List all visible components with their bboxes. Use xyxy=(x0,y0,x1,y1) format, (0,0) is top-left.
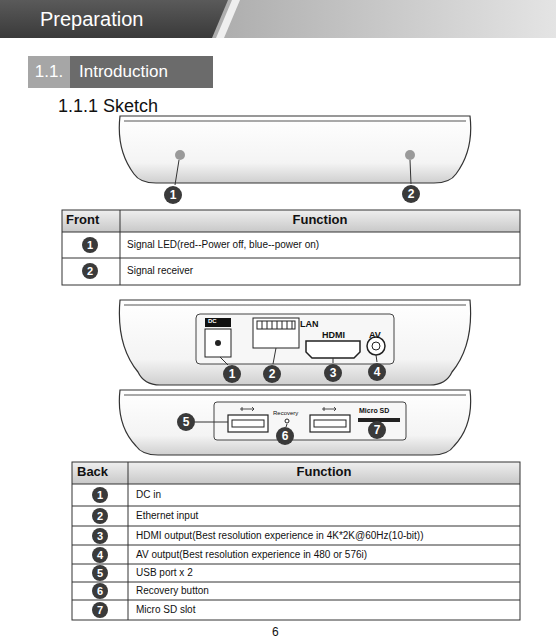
node-text: 1 xyxy=(97,489,103,501)
node-text: 7 xyxy=(97,604,103,616)
table-number: 7 xyxy=(92,602,108,618)
node-text: Introduction xyxy=(79,62,168,82)
page-number: 6 xyxy=(272,626,279,640)
node-text: 1.1. xyxy=(35,62,63,82)
callout-number: 2 xyxy=(263,365,281,383)
table-cell: AV output(Best resolution experience in … xyxy=(136,549,367,561)
table-number: 2 xyxy=(92,508,108,524)
table-header: Function xyxy=(120,213,520,228)
table-number: 6 xyxy=(92,583,108,599)
device-back xyxy=(119,300,470,385)
callout-number: 1 xyxy=(164,186,182,204)
front-table xyxy=(62,210,520,285)
node-text: Preparation xyxy=(40,8,143,31)
device-side xyxy=(119,390,470,455)
callout-number: 6 xyxy=(276,427,294,445)
table-number: 5 xyxy=(92,565,108,581)
port-label: AV xyxy=(369,330,381,340)
node-text: 1 xyxy=(229,367,236,381)
table-header: Front xyxy=(66,213,99,228)
table-cell: HDMI output(Best resolution experience i… xyxy=(136,530,424,542)
port-label: DC xyxy=(208,318,217,325)
callout-number: 2 xyxy=(402,185,420,203)
node-text: 5 xyxy=(97,567,103,579)
node-text: 2 xyxy=(87,265,93,277)
node-text: 6 xyxy=(282,429,289,443)
table-header: Back xyxy=(77,465,108,480)
table-header: Function xyxy=(128,465,520,480)
node-text: 1 xyxy=(87,239,93,251)
node-text: 4 xyxy=(97,549,103,561)
table-number: 3 xyxy=(92,528,108,544)
node-text: 2 xyxy=(408,187,415,201)
node-text: 4 xyxy=(374,365,381,379)
callout-number: 3 xyxy=(324,364,342,382)
section-number: 1.1. xyxy=(28,56,70,88)
table-number: 1 xyxy=(82,237,98,253)
node-text: 3 xyxy=(97,530,103,542)
button-label: Recovery xyxy=(273,410,298,417)
node-text: 2 xyxy=(97,510,103,522)
table-cell: Signal LED(red--Power off, blue--power o… xyxy=(127,239,319,251)
section-band: Introduction xyxy=(70,56,213,88)
port-label: LAN xyxy=(300,319,319,329)
callout-number: 5 xyxy=(177,413,195,431)
device-front xyxy=(119,116,470,185)
table-number: 2 xyxy=(82,263,98,279)
node-text: 7 xyxy=(374,423,381,437)
table-number: 1 xyxy=(92,487,108,503)
node-text: 3 xyxy=(330,366,337,380)
callout-number: 7 xyxy=(368,421,386,439)
port-label: HDMI xyxy=(322,330,345,340)
table-number: 4 xyxy=(92,547,108,563)
node-text: 6 xyxy=(97,585,103,597)
table-cell: DC in xyxy=(136,489,161,501)
slot-label: Micro SD xyxy=(359,407,389,415)
node-text: 5 xyxy=(183,415,190,429)
table-cell: Signal receiver xyxy=(127,265,193,277)
callout-number: 4 xyxy=(368,363,386,381)
table-cell: USB port x 2 xyxy=(136,567,193,579)
table-cell: Recovery button xyxy=(136,585,209,597)
table-cell: Micro SD slot xyxy=(136,604,195,616)
header-band: Preparation xyxy=(40,5,210,33)
table-cell: Ethernet input xyxy=(136,510,198,522)
back-table xyxy=(72,462,520,620)
section-heading: 1.1.1 Sketch xyxy=(58,96,158,117)
callout-number: 1 xyxy=(223,365,241,383)
node-text: 2 xyxy=(269,367,276,381)
node-text: 1 xyxy=(170,188,177,202)
